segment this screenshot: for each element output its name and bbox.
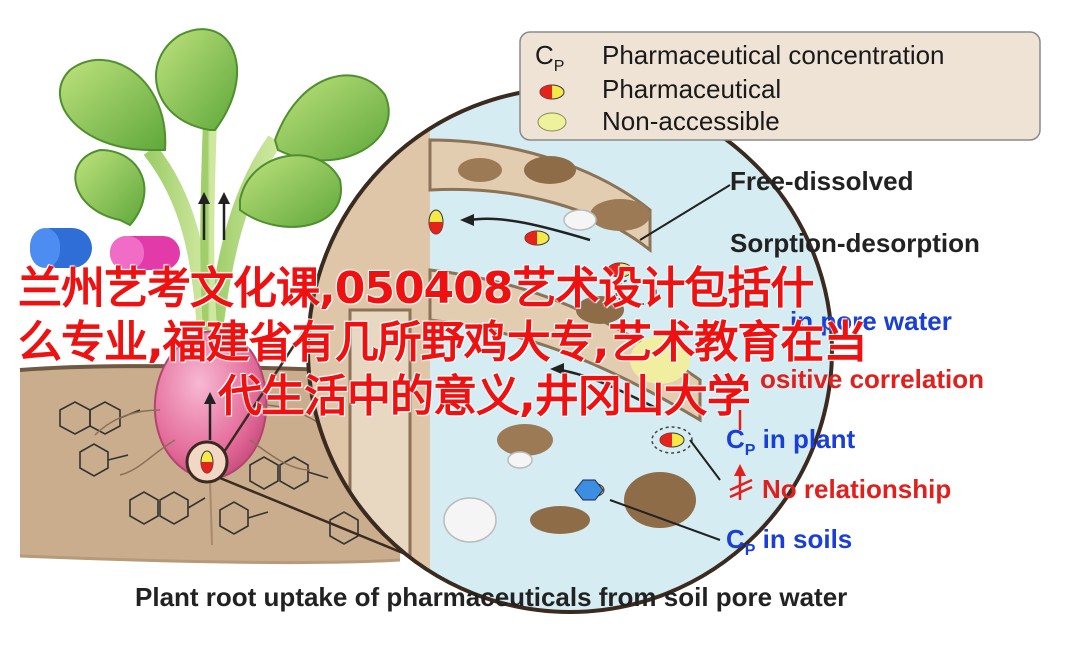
callout-leaders [609,184,753,541]
figure-caption: Plant root uptake of pharmaceuticals fro… [135,582,847,612]
label-free-dissolved: Free-dissolved [730,166,914,196]
legend-non-accessible-icon [537,112,567,132]
beet-root [94,192,341,546]
overlay-text-line-2: 么专业,福建省有几所野鸡大专,艺术教育在当 [18,317,867,368]
label-cp-pore-water: in pore water [790,306,952,336]
legend-item-non-accessible: Non-accessible [602,106,780,136]
label-sorption-desorption: Sorption-desorption [730,228,980,258]
magnified-soil-view [306,86,834,614]
overlay-text-line-3: 代生活中的意义,井冈山大学 [218,371,751,422]
chemical-structures [59,401,359,545]
label-cp-in-plant: CP in plant [726,424,855,459]
legend-box: CP Pharmaceutical concentration Pharmace… [519,31,1041,141]
legend-item-pharmaceutical: Pharmaceutical [602,74,781,104]
plant-leaves [58,28,390,331]
pill-capsules [30,228,180,270]
overlay-text-line-1: 兰州艺考文化课,050408艺术设计包括什 [18,263,814,314]
legend-pharmaceutical-icon [539,84,565,100]
label-no-relationship: No relationship [762,474,951,504]
legend-item-concentration: Pharmaceutical concentration [602,40,945,70]
label-cp-in-soils: CP in soils [726,524,852,559]
legend-symbol-cp: CP [535,40,564,75]
pharmaceutical-molecules [428,209,685,501]
label-positive-correlation: ositive correlation [760,364,984,394]
